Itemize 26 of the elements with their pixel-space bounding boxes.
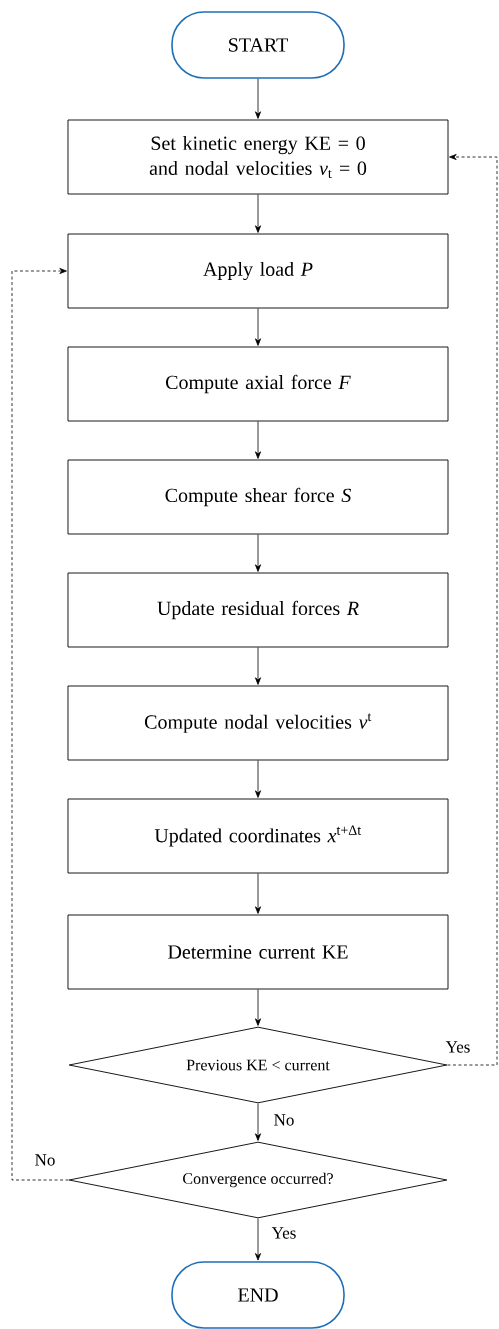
terminator-pill: START: [171, 11, 345, 79]
arrow: [255, 1103, 261, 1141]
arrow: [255, 760, 261, 798]
edge-label: Yes: [270, 1226, 298, 1240]
edge-label: No: [33, 1153, 57, 1167]
process-box: Compute nodal velocities v$^{t}$: [67, 685, 449, 761]
arrow: [255, 989, 261, 1026]
arrow: [447, 154, 498, 1066]
arrow: [255, 1218, 261, 1261]
arrow: [255, 647, 261, 685]
arrow: [255, 873, 261, 914]
terminator-pill: END: [171, 1261, 345, 1329]
process-box: Compute shear force S: [67, 459, 449, 535]
process-box: Set kinetic energy KE = 0 and nodal velocities v$_{t}$ = 0: [67, 119, 449, 195]
process-box: Updated coordinates x$^{t+Δt}$: [67, 798, 449, 874]
arrow: [255, 421, 261, 459]
process-box: Apply load P: [67, 233, 449, 309]
edge-label: No: [272, 1113, 296, 1127]
arrow: [255, 194, 261, 233]
arrow: [11, 268, 69, 1181]
process-box: Update residual forces R: [67, 572, 449, 648]
arrow: [255, 78, 261, 119]
process-box: Compute axial force F: [67, 346, 449, 422]
process-box: Determine current KE: [67, 914, 449, 990]
arrow: [255, 308, 261, 346]
arrow: [255, 534, 261, 572]
